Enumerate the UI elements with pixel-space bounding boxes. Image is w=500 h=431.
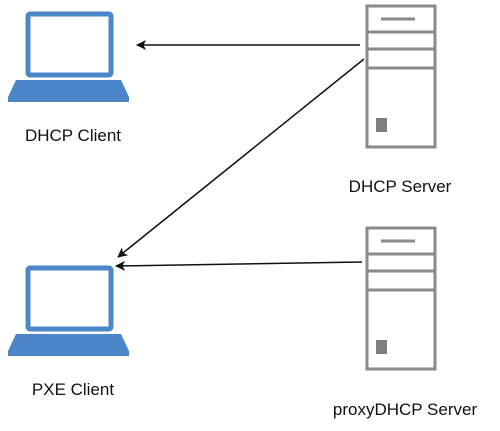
proxy-dhcp-server-label: proxyDHCP Server [332,400,478,419]
dhcp-client-label: DHCP Client [24,126,122,145]
proxy-dhcp-server-icon [365,226,437,371]
dhcp-server-label: DHCP Server [348,177,452,196]
dhcp-server-icon [365,4,437,149]
pxe-client-label: PXE Client [31,380,115,399]
arrow-proxy-dhcp-server-to-pxe-client [115,260,363,271]
arrow-dhcp-server-to-pxe-client [117,58,365,258]
dhcp-client-laptop-icon [8,11,129,102]
pxe-client-laptop-icon [8,265,129,356]
